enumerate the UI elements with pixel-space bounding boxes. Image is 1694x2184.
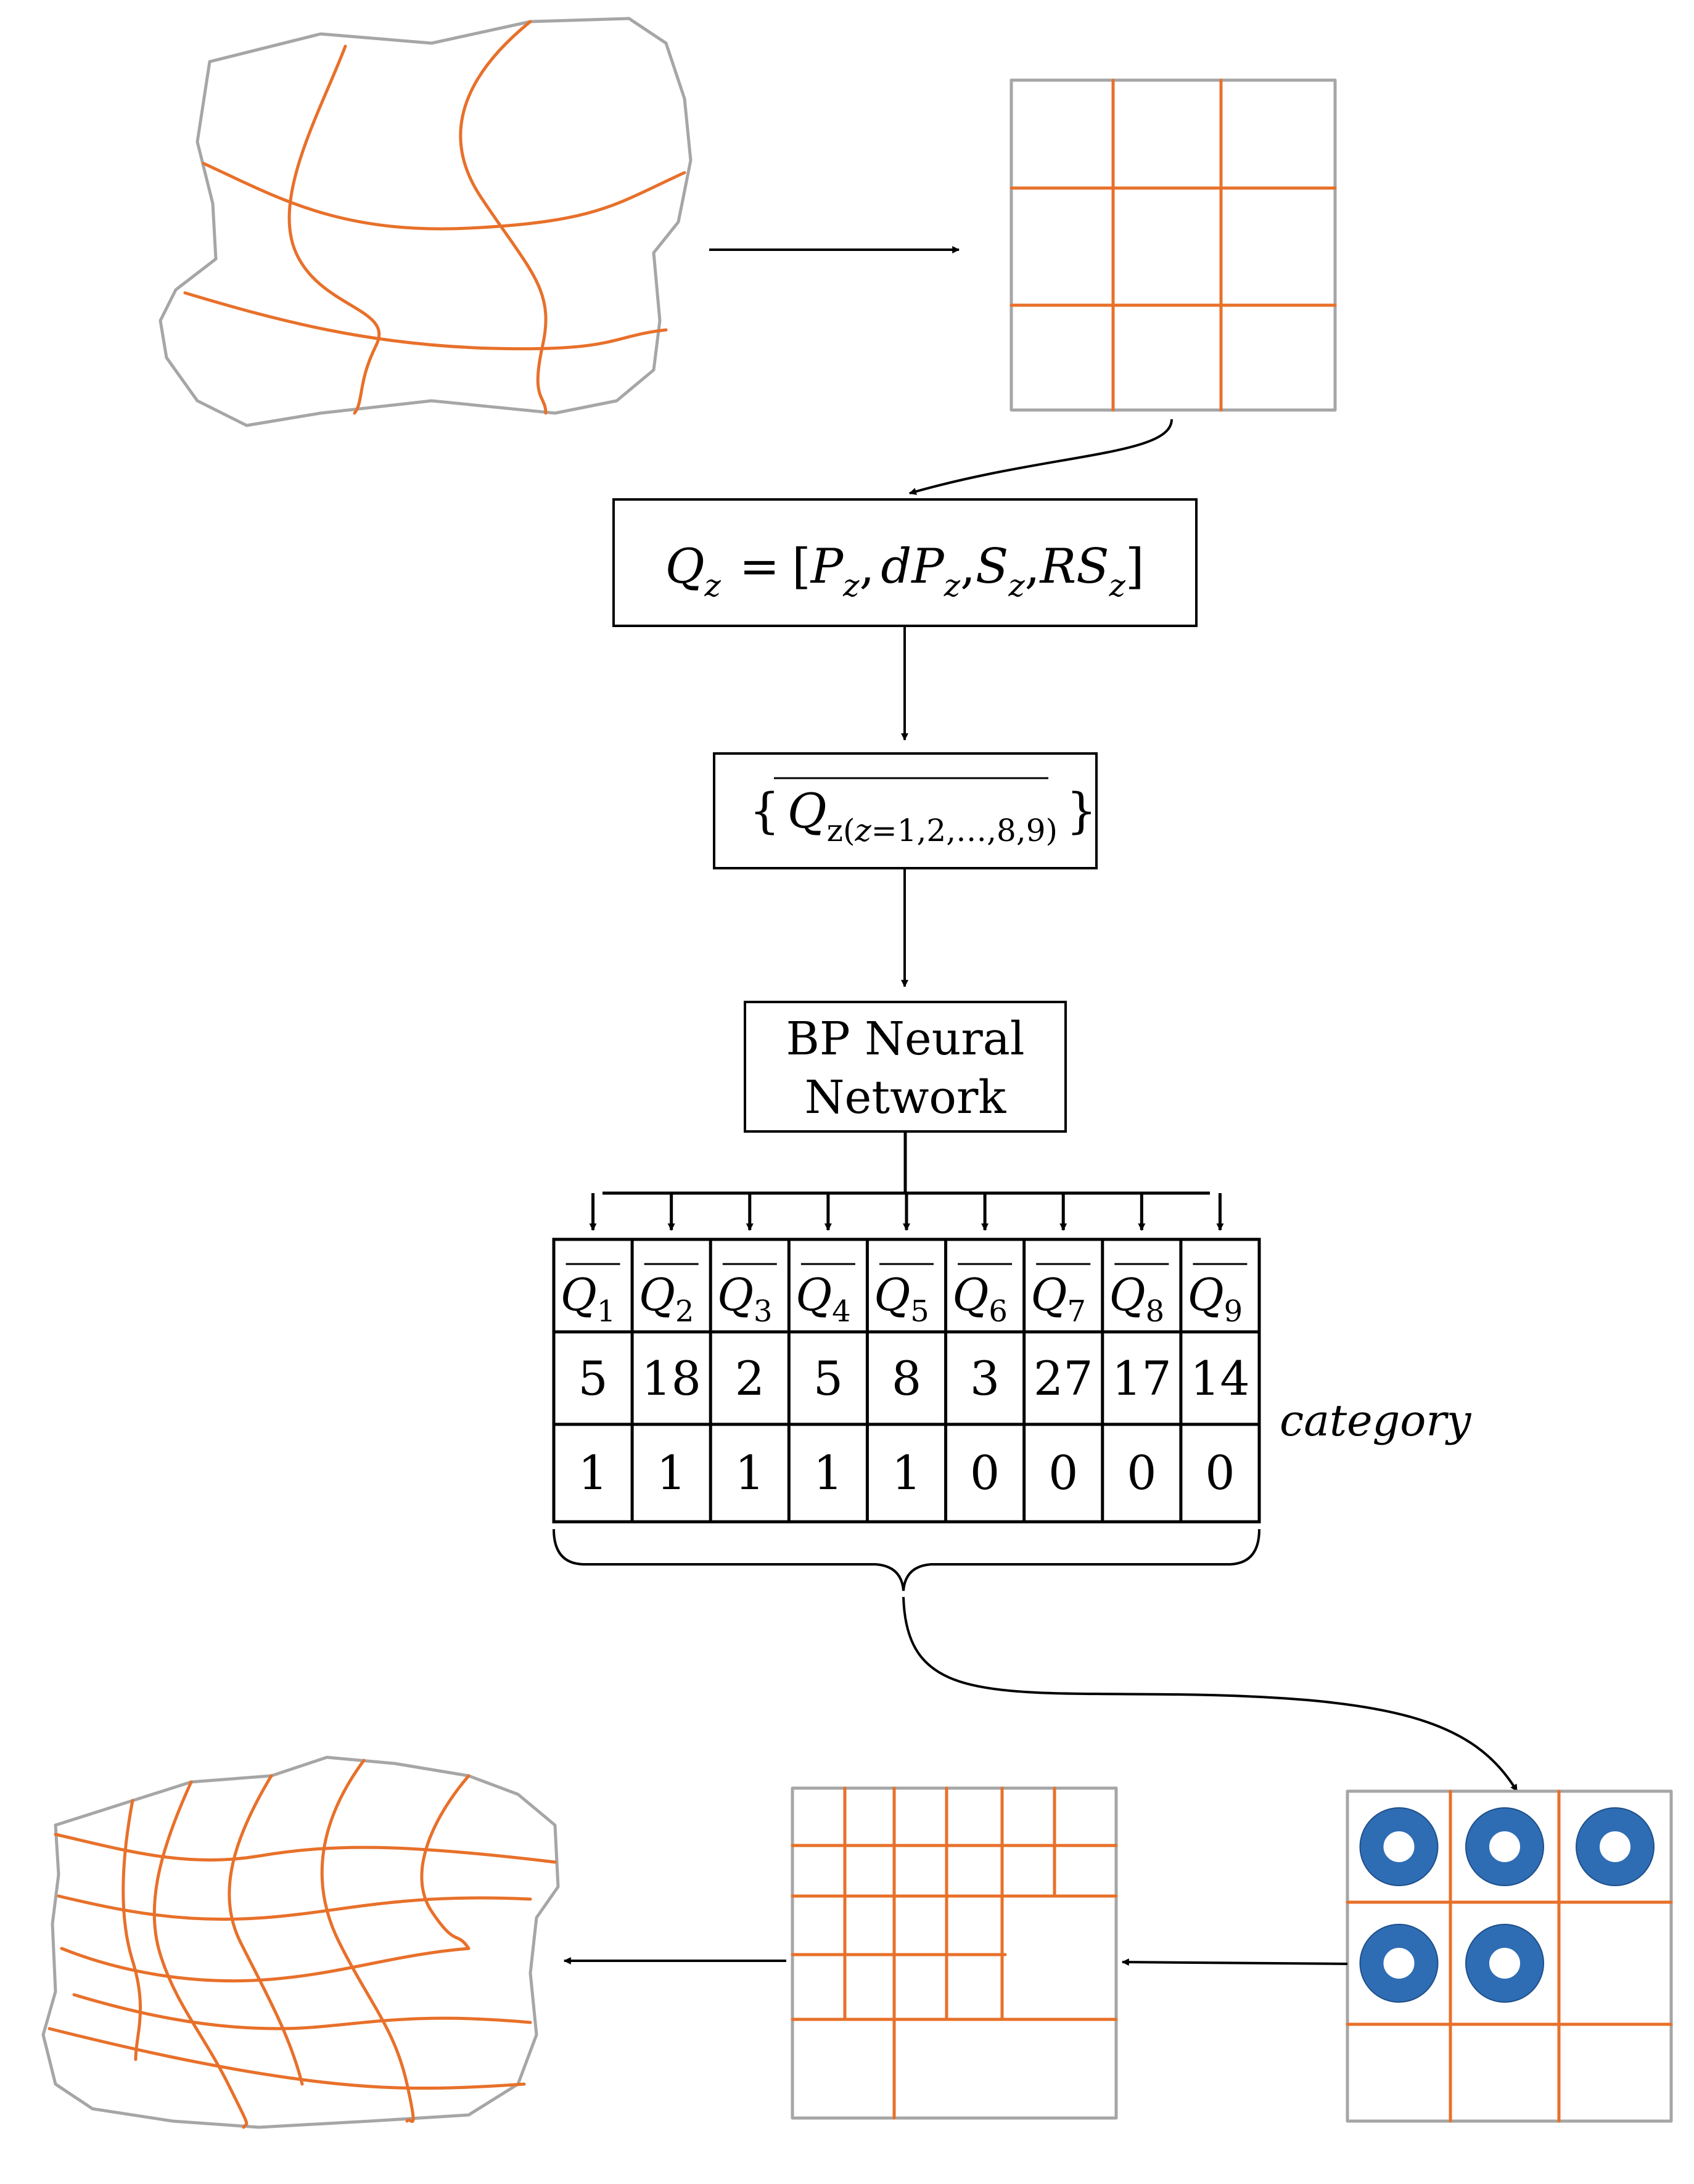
category-label: category	[1280, 1395, 1472, 1446]
marker-grid	[1346, 1789, 1673, 2123]
table-header-cell: Q7	[1030, 1269, 1086, 1329]
grid-line	[57, 1894, 532, 1921]
grid-outline	[1346, 1789, 1673, 2123]
arrow-to-refined-grid	[1121, 1958, 1348, 1966]
table-category-cell: 0	[1048, 1445, 1078, 1500]
table-value-cell: 18	[641, 1351, 701, 1406]
reservoir-outline	[158, 17, 693, 427]
set-text: {Qz(z=1,2,…,8,9)}	[749, 784, 1097, 848]
table-category-cell: 0	[970, 1445, 1000, 1500]
table-value-cell: 3	[970, 1351, 1000, 1406]
ring-icon	[1359, 1924, 1439, 2003]
arrow-to-marker-grid	[902, 1596, 1518, 1792]
table-header-cell: Q2	[639, 1269, 694, 1329]
table-category-cell: 0	[1127, 1445, 1156, 1500]
table-value-cell: 2	[735, 1351, 765, 1406]
grid-line	[459, 20, 548, 415]
table-category-cell: 1	[813, 1445, 843, 1500]
grid-line	[228, 1774, 304, 2086]
table-value-cell: 5	[813, 1351, 843, 1406]
refined-reservoir	[41, 1755, 560, 2129]
grid-line	[47, 2027, 526, 2090]
grid-line	[72, 1993, 532, 2030]
ring-icon	[1465, 1807, 1544, 1886]
table-value-cell: 14	[1190, 1351, 1250, 1406]
grid-line	[152, 1780, 249, 2129]
grid-line	[121, 1799, 142, 2061]
ring-icon	[1576, 1807, 1655, 1886]
table-header-cell: Q4	[796, 1269, 851, 1329]
grid-line	[54, 1833, 557, 1864]
table-header-cell: Q3	[717, 1269, 773, 1329]
table-category-cell: 0	[1205, 1445, 1235, 1500]
table-category-cell: 1	[892, 1445, 921, 1500]
grid-line	[320, 1759, 415, 2123]
network-label-line2: Network	[805, 1071, 1007, 1124]
table-value-cell: 17	[1112, 1351, 1172, 1406]
table-header-cell: Q8	[1109, 1269, 1165, 1329]
table-brace	[553, 1529, 1260, 1591]
distribution-arrows	[589, 1193, 1224, 1231]
table-header-cell: Q5	[874, 1269, 929, 1329]
grid-line	[287, 44, 381, 415]
ring-icon	[1465, 1924, 1544, 2003]
arrow-to-formula	[908, 419, 1173, 495]
table-header-cell: Q9	[1188, 1269, 1243, 1329]
ring-icon	[1359, 1807, 1439, 1886]
reservoir-outline	[41, 1755, 560, 2129]
table-value-cell: 27	[1034, 1351, 1093, 1406]
table-value-cell: 8	[892, 1351, 921, 1406]
table-header-cell: Q1	[561, 1269, 616, 1329]
grid-line	[60, 1947, 471, 1983]
grid-line	[202, 162, 686, 231]
table-category-cell: 1	[578, 1445, 607, 1500]
table-header-cell: Q6	[952, 1269, 1008, 1329]
grid-outline	[1009, 78, 1337, 412]
refined-grid	[791, 1786, 1118, 2120]
table-border	[552, 1238, 1261, 1524]
grid-line	[420, 1774, 471, 1950]
network-label-line1: BP Neural	[786, 1012, 1024, 1065]
grid-line	[183, 291, 668, 351]
uniform-3x3-grid	[1009, 78, 1337, 412]
table-category-cell: 1	[656, 1445, 686, 1500]
formula-text: Qz=[Pz,dPz,Sz,RSz]	[665, 539, 1145, 604]
table-category-cell: 1	[735, 1445, 765, 1500]
original-reservoir-coarse	[158, 17, 693, 427]
table-value-cell: 5	[578, 1351, 607, 1406]
